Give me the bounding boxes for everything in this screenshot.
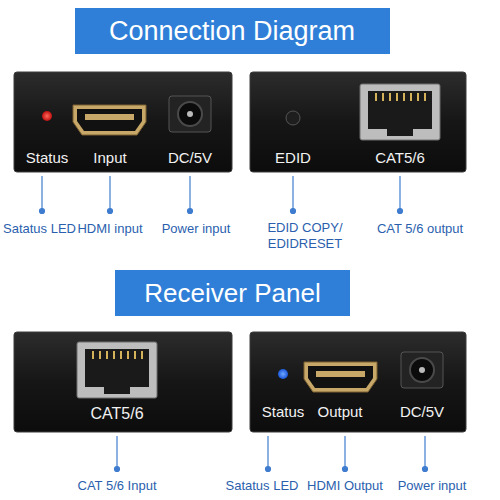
port-label: DC/5V — [400, 403, 444, 420]
title-text: Connection Diagram — [109, 16, 355, 47]
transmitter-output-panel: EDID CAT5/6 — [250, 72, 466, 172]
panel-body — [14, 72, 232, 172]
callout-holder: Satatus LED — [3, 219, 76, 237]
edid-button — [286, 111, 300, 125]
callout-label: HDMI input — [77, 221, 142, 237]
rj45-port — [360, 84, 440, 140]
receiver-input-panel: CAT5/6 — [14, 332, 232, 432]
callout-label: HDMI Output — [307, 478, 383, 494]
callout-holder: CAT 5/6 output — [377, 219, 463, 237]
callout-holder: Power input — [162, 219, 231, 237]
port-label: Output — [317, 403, 362, 420]
callout-holder: Power input — [398, 476, 467, 494]
callout-label: CAT 5/6 output — [377, 221, 463, 237]
status-led — [42, 111, 52, 121]
text-holder: CAT5/6 — [90, 405, 143, 423]
callout-holder: CAT 5/6 Input — [77, 476, 156, 494]
text-holder: Status — [26, 149, 69, 167]
callout-label: CAT 5/6 Input — [77, 478, 156, 494]
callout-label: EDID COPY/ EDIDRESET — [257, 220, 353, 251]
text-holder: Status — [262, 403, 305, 421]
port-label: Status — [262, 403, 305, 420]
port-label: Status — [26, 149, 69, 166]
port-label: CAT5/6 — [90, 405, 143, 423]
panel-body — [250, 332, 466, 432]
port-label: CAT5/6 — [375, 149, 425, 166]
receiver-output-panel: Status Output DC/5V — [250, 332, 466, 432]
callout-label: Satatus LED — [3, 221, 76, 237]
panel-body — [14, 332, 232, 432]
rj45-port — [77, 342, 157, 398]
status-led — [278, 369, 288, 379]
text-holder: Output — [317, 403, 362, 421]
hdmi-port — [304, 362, 377, 392]
callout-holder: EDID COPY/ EDIDRESET — [257, 220, 353, 252]
callout-label: Power input — [398, 478, 467, 494]
port-label: DC/5V — [168, 149, 212, 166]
callout-label: Satatus LED — [226, 478, 299, 494]
text-holder: Receiver Panel — [144, 278, 320, 309]
title-banner: Connection Diagram — [75, 8, 390, 54]
panel-body — [250, 72, 466, 172]
port-label: EDID — [275, 149, 311, 166]
text-holder: EDID — [275, 149, 311, 167]
dc-jack — [401, 352, 443, 388]
callout-label: Power input — [162, 221, 231, 237]
text-holder: DC/5V — [400, 403, 444, 421]
callout-holder: Satatus LED — [226, 476, 299, 494]
callout-holder: HDMI Output — [307, 476, 383, 494]
port-label: Input — [93, 149, 126, 166]
callout-holder: HDMI input — [77, 219, 142, 237]
banner-text: Receiver Panel — [144, 278, 320, 309]
section-banner: Receiver Panel — [115, 270, 350, 316]
text-holder: CAT5/6 — [375, 149, 425, 167]
text-holder: Input — [93, 149, 126, 167]
transmitter-input-panel: Status Input DC/5V — [14, 72, 232, 172]
hdmi-port — [73, 105, 146, 135]
dc-jack — [169, 96, 211, 132]
leader-lines — [40, 176, 428, 472]
text-holder: DC/5V — [168, 149, 212, 167]
